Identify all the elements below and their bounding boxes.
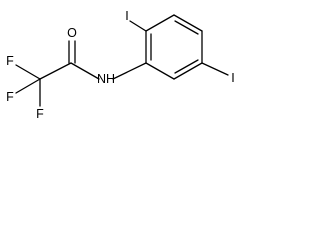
bond-cf3-f-top-left (15, 64, 41, 80)
ring-bond-6 (145, 62, 175, 80)
bond-carbonyl-nitrogen (70, 62, 100, 80)
bond-ring-iodine-right (201, 62, 229, 76)
atom-label-iodine-top: I (125, 9, 128, 23)
bond-cf3-carbonyl (39, 62, 72, 80)
ring-bond-5-inner (174, 59, 199, 74)
ring-bond-2 (145, 14, 175, 32)
bond-cf3-f-bottom-left (15, 78, 41, 94)
atom-label-fluorine-bottom-left: F (6, 90, 14, 104)
atom-label-fluorine-top-left: F (6, 54, 14, 68)
atom-label-fluorine-bottom: F (36, 107, 44, 121)
atom-label-oxygen: O (67, 26, 77, 40)
bond-nitrogen-ring (112, 62, 147, 80)
atom-label-iodine-right: I (231, 71, 234, 85)
bond-ring-iodine-top (129, 20, 147, 32)
ring-bond-3-inner (174, 20, 199, 35)
canvas-background (0, 0, 254, 131)
atom-label-nitrogen: NH (97, 72, 115, 86)
molecule-structure: O NH F F F I I (0, 0, 254, 131)
ring-bond-5 (173, 62, 203, 80)
ring-bond-3 (173, 14, 203, 32)
